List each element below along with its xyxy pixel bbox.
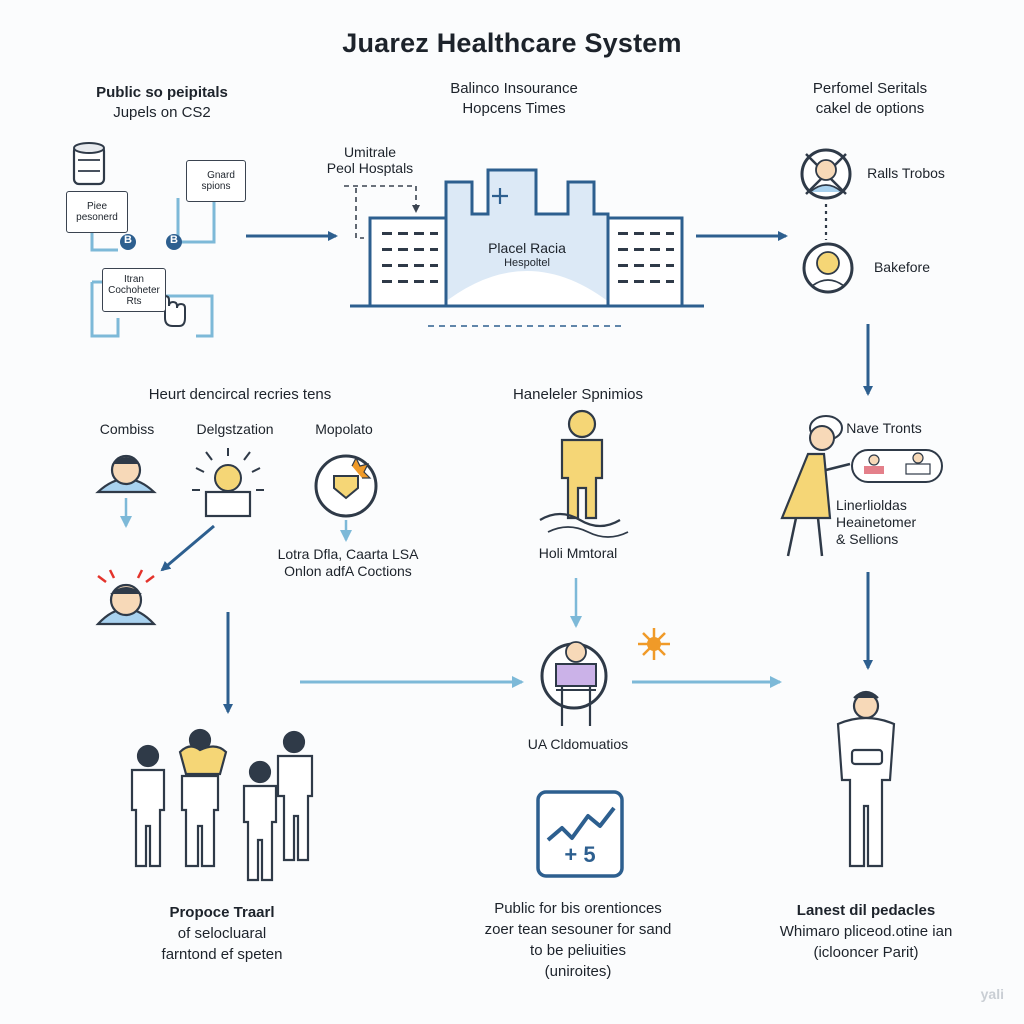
person-bakefore-icon (802, 242, 854, 294)
lower-center-line4: (uniroites) (544, 963, 612, 980)
nurse-icon (780, 415, 851, 557)
mid-left-note-line2: Onlon adfA Coctions (284, 563, 412, 579)
person-bakefore-label: Bakefore (873, 259, 931, 275)
mid-right-note-line3: & Sellions (836, 531, 899, 547)
mid-right-note-line1: Linerlioldas (836, 497, 907, 513)
badge-guard: Gnard spions (186, 160, 246, 202)
badge-place: Piee pesonerd (66, 191, 128, 233)
bottom-right-heading: Lanest dil pedacles (796, 902, 936, 919)
hospital-note-line2: Peol Hosptals (326, 160, 414, 176)
hospital-label: Placel Racia (488, 240, 566, 256)
mid-left-heading: Heurt dencircal recries tens (148, 386, 332, 403)
person-standing-icon (539, 409, 629, 538)
watermark: yali (980, 986, 1004, 1002)
star-burst-icon (638, 628, 670, 660)
bottom-right-line2: (iclooncer Parit) (813, 944, 919, 961)
chart-icon-text: + 5 (564, 842, 596, 867)
top-center-heading: Balinco Insourance (450, 80, 578, 97)
hospital-sub: Hespoltel (504, 257, 550, 269)
bottom-left-heading: Propoce Traarl (169, 904, 275, 921)
col-delegation: Delgstzation (196, 421, 274, 437)
hand-pointer-icon (159, 294, 186, 327)
hospital-building (350, 168, 704, 327)
hospital-note-line1: Umitrale (343, 144, 397, 160)
badge-coord-line2: Cochoheter (108, 284, 160, 296)
people-group-icon (130, 728, 314, 882)
badge-coord-line1: Itran (123, 273, 144, 285)
seated-patient-icon (540, 641, 608, 726)
note-connector-1 (344, 185, 420, 213)
badge-guard-line2: spions (201, 181, 231, 192)
circle-a-label: B (124, 234, 132, 246)
patient-combiss-icon (95, 454, 157, 494)
bottom-left-line1: of selocluaral (177, 925, 267, 942)
person-ralls-label: Ralls Trobos (867, 165, 945, 181)
delegation-laptop-icon (192, 448, 264, 518)
arrow-delegation-diag (160, 524, 215, 572)
col-mopolato: Mopolato (315, 421, 373, 437)
lower-center-line3: to be peliuities (530, 942, 626, 959)
patient-group-bubble (851, 449, 943, 483)
mid-right-note-line2: Heainetomer (836, 514, 917, 530)
mid-center-label: Holi Mmtoral (538, 545, 618, 561)
mid-left-note-line1: Lotra Dfla, Caarta LSA (277, 546, 419, 562)
top-center-sub: Hopcens Times (462, 100, 566, 117)
lower-center-label: UA Cldomuatios (527, 736, 629, 752)
top-right-sub: cakel de options (815, 100, 925, 117)
alert-patient-icon (95, 569, 157, 626)
server-icon (72, 142, 106, 186)
col-combiss: Combiss (99, 421, 155, 437)
bottom-right-line1: Whimaro pliceod.otine ian (779, 923, 953, 940)
badge-guard-line1: Gnard (207, 170, 235, 181)
circle-node-b (166, 234, 182, 250)
mopolato-shield-icon (314, 454, 378, 518)
bottom-left-line2: farntond ef speten (161, 946, 283, 963)
page-title: Juarez Healthcare System (342, 28, 682, 58)
person-ralls-icon (800, 148, 852, 200)
badge-coord-line3: Rts (126, 295, 142, 307)
badge-place-text: Piee pesonerd (76, 201, 118, 223)
growth-chart-icon (536, 790, 624, 878)
top-left-sub: Jupels on CS2 (113, 104, 211, 121)
circle-node-a (120, 234, 136, 250)
top-right-heading: Perfomel Seritals (812, 80, 928, 97)
top-left-heading: Public so peipitals (96, 84, 228, 101)
lower-center-line1: Public for bis orentionces (494, 900, 662, 917)
doctor-icon (836, 690, 896, 868)
badge-coordinator: Itran Cochoheter Rts (102, 268, 166, 312)
lower-center-line2: zoer tean sesouner for sand (484, 921, 672, 938)
mid-center-heading: Haneleler Spnimios (512, 386, 644, 403)
circle-b-label: B (170, 234, 178, 246)
nurse-label: Nave Tronts (846, 420, 922, 436)
note-connector-2 (355, 188, 364, 239)
